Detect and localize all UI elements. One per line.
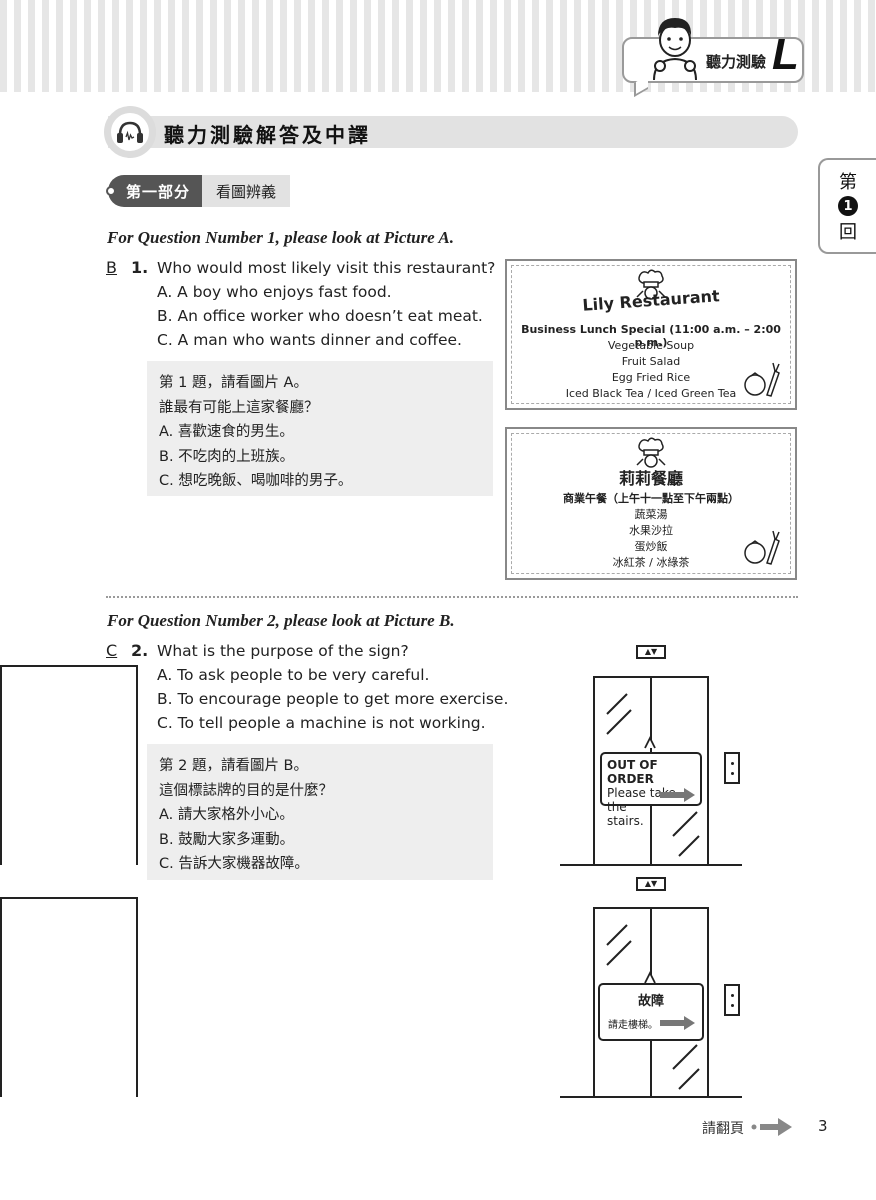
sign-line-zh: 請走樓梯。 <box>608 1020 658 1031</box>
q1-translation-line: B. 不吃肉的上班族。 <box>159 448 295 465</box>
elevator-call-button <box>724 752 740 784</box>
picture-a-chinese-menu: 莉莉餐廳 商業午餐（上午十一點至下午兩點） 蔬菜湯 水果沙拉 蛋炒飯 冰紅茶 /… <box>505 427 797 580</box>
avatar-boy-icon <box>653 18 697 80</box>
q1-translation-line: 誰最有可能上這家餐廳？ <box>159 399 319 416</box>
out-of-order-sign-en: OUT OF ORDER Please take the stairs. <box>600 752 702 828</box>
sign-line-en: stairs. <box>607 814 644 828</box>
q2-translation-line: C. 告訴大家機器故障。 <box>159 856 309 872</box>
header-badge: 聽力測驗 L <box>622 33 804 98</box>
turn-page-arrow-icon <box>751 1118 792 1136</box>
q1-question: Who would most likely visit this restaur… <box>157 259 496 277</box>
lunch-special-zh: 商業午餐（上午十一點至下午兩點） <box>563 492 739 505</box>
section-title-bar <box>108 116 798 148</box>
sign-title-en: OUT OF ORDER <box>607 758 658 786</box>
q1-translation-line: 第 1 題，請看圖片 A。 <box>159 375 308 391</box>
side-tab-top: 第 <box>839 172 857 193</box>
sign-line-en: Please take the <box>607 786 676 814</box>
q2-number: 2. <box>131 641 149 660</box>
elevator-indicator: ▲▼ <box>636 877 666 891</box>
elevator-call-button <box>724 984 740 1016</box>
q2-translation-box: 第 2 題，請看圖片 B。 這個標誌牌的目的是什麼？ A. 請大家格外小心。 B… <box>147 744 493 880</box>
part-tab: 第一部分 看圖辨義 <box>106 175 291 207</box>
q2-answer: C <box>106 641 118 660</box>
q2-option-b: B. To encourage people to get more exerc… <box>157 690 509 708</box>
q2-translation-line: 第 2 題，請看圖片 B。 <box>159 758 308 774</box>
q1-heading: For Question Number 1, please look at Pi… <box>107 228 454 247</box>
section-title: 聽力測驗解答及中譯 <box>164 123 371 147</box>
q2-translation-line: 這個標誌牌的目的是什麼？ <box>159 782 333 799</box>
menu-item-en: Iced Black Tea / Iced Green Tea <box>565 387 737 400</box>
badge-tail <box>634 74 648 98</box>
chef-hat-icon <box>636 437 666 468</box>
chef-hat-icon <box>636 269 666 300</box>
header-letter: L <box>772 30 799 79</box>
page-number: 3 <box>818 1117 828 1135</box>
part-name: 看圖辨義 <box>216 183 277 201</box>
menu-dashed-border <box>511 265 791 404</box>
turn-page-text: 請翻頁 <box>702 1121 744 1137</box>
vegetables-icon <box>744 530 780 565</box>
round-side-tab: 第 1 回 <box>818 158 876 254</box>
arrow-right-icon <box>660 1016 695 1030</box>
elevator-floor <box>560 1096 742 1098</box>
menu-item-zh: 水果沙拉 <box>629 524 673 537</box>
part-name-box: 看圖辨義 <box>202 175 291 207</box>
q2-question: What is the purpose of the sign? <box>157 642 409 660</box>
elevator-floor <box>560 864 742 866</box>
q1-option-a: A. A boy who enjoys fast food. <box>157 283 392 301</box>
q2-option-a: A. To ask people to be very careful. <box>157 666 430 684</box>
q1-translation-line: C. 想吃晚飯、喝咖啡的男子。 <box>159 473 353 489</box>
menu-item-en: Egg Fried Rice <box>611 371 691 384</box>
elevator-indicator: ▲▼ <box>636 645 666 659</box>
q1-answer: B <box>106 258 117 277</box>
sign-title-zh: 故障 <box>637 994 664 1009</box>
menu-item-en: Fruit Salad <box>621 355 681 368</box>
q2-option-c: C. To tell people a machine is not worki… <box>157 714 486 732</box>
q1-option-c: C. A man who wants dinner and coffee. <box>157 331 462 349</box>
header-title: 聽力測驗 <box>706 53 767 71</box>
q2-heading: For Question Number 2, please look at Pi… <box>107 611 455 630</box>
menu-item-en: Vegetable Soup <box>607 339 695 352</box>
side-tab-bottom: 回 <box>839 222 857 243</box>
question-divider <box>106 596 798 598</box>
q1-translation-line: A. 喜歡速食的男生。 <box>159 424 294 440</box>
q2-translation-line: B. 鼓勵大家多運動。 <box>159 831 295 848</box>
headphones-icon <box>104 106 156 158</box>
side-tab-number: 1 <box>838 196 858 216</box>
elevator-frame-zh <box>0 897 138 1097</box>
menu-dashed-border <box>511 433 791 574</box>
arrow-right-icon <box>660 788 695 802</box>
door-reflection-lines <box>606 693 700 857</box>
part-label: 第一部分 <box>126 183 191 201</box>
menu-item-zh: 蛋炒飯 <box>634 540 668 553</box>
part-dot <box>106 186 116 196</box>
q1-option-b: B. An office worker who doesn’t eat meat… <box>157 307 483 325</box>
picture-a-english-menu: Lily Restaurant Business Lunch Special (… <box>505 259 797 410</box>
out-of-order-sign-zh: 故障 請走樓梯。 <box>598 983 704 1041</box>
vegetables-icon <box>744 362 780 397</box>
menu-item-zh: 蔬菜湯 <box>634 508 668 521</box>
q1-number: 1. <box>131 258 149 277</box>
part-label-box: 第一部分 <box>106 175 203 207</box>
door-reflection-lines <box>606 924 700 1090</box>
q2-translation-line: A. 請大家格外小心。 <box>159 807 294 823</box>
q1-translation-box: 第 1 題，請看圖片 A。 誰最有可能上這家餐廳？ A. 喜歡速食的男生。 B.… <box>147 361 493 496</box>
elevator-frame-en <box>0 665 138 865</box>
menu-item-zh: 冰紅茶 / 冰綠茶 <box>612 556 690 569</box>
restaurant-name-zh: 莉莉餐廳 <box>618 469 683 488</box>
lunch-special-en: Business Lunch Special (11:00 a.m. – 2:0… <box>521 323 781 349</box>
